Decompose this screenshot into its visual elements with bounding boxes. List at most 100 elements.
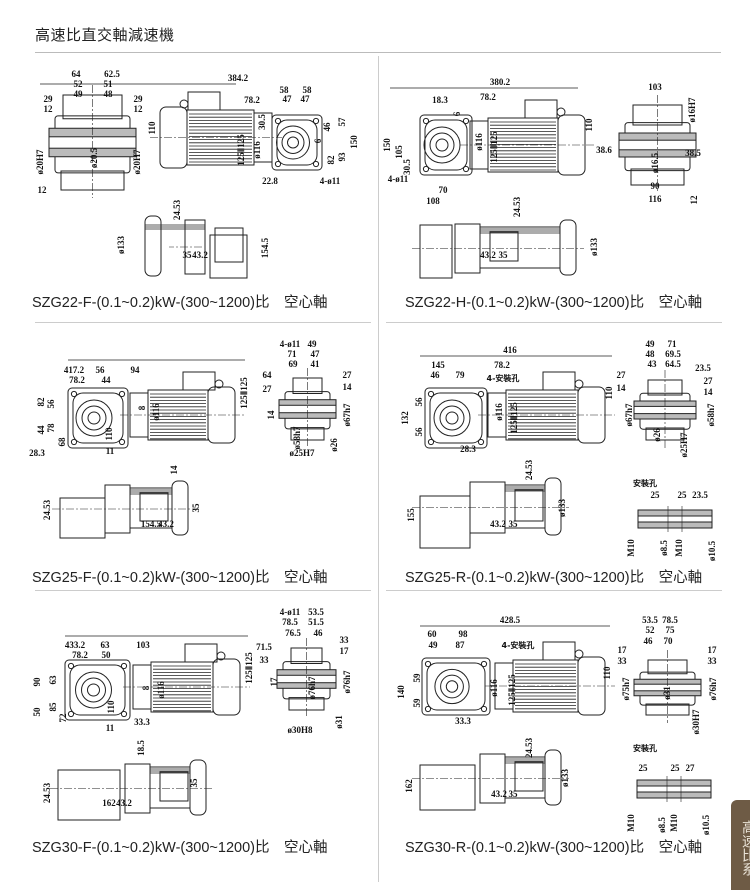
dimension-label: 150 — [349, 135, 359, 149]
dimension-label: 33 — [340, 635, 350, 645]
dimension-label: 59 — [412, 698, 422, 708]
gearbox-plan — [419, 764, 476, 811]
dimension-label: M10 — [669, 814, 679, 832]
dimension-label: ø31 — [334, 715, 344, 729]
mounting-hole — [67, 662, 75, 670]
output-bore — [429, 132, 455, 158]
dimension-label: ø58h7 — [706, 403, 716, 427]
section-tab[interactable]: 高速比系 — [731, 800, 750, 890]
mounting-hole-bore — [637, 515, 713, 523]
dimension-label: ø20H7 — [132, 149, 142, 175]
dimension-label: 416 — [503, 345, 517, 355]
dimension-label: 384.2 — [228, 73, 249, 83]
dimension-label: 79 — [456, 370, 466, 380]
dimension-label: 110 — [104, 427, 114, 441]
gearbox-plan — [59, 497, 106, 539]
dimension-label: 82 — [326, 155, 336, 165]
dimension-label: 125Ⅱ125 — [507, 674, 517, 706]
dimension-label: 63 — [48, 675, 58, 685]
dimension-label: 14 — [343, 382, 353, 392]
dimension-label: 69 — [289, 359, 299, 369]
dimension-label: 428.5 — [500, 615, 521, 625]
cable-gland — [214, 379, 224, 389]
dimension-label: 56 — [96, 365, 106, 375]
dimension-label: 52 — [646, 625, 656, 635]
dimension-label: 53.5 — [308, 607, 324, 617]
dimension-label: ø26 — [652, 428, 662, 442]
dimension-label: 38.6 — [596, 145, 612, 155]
mounting-hole — [274, 117, 282, 125]
motor-end-cap-plan — [544, 749, 562, 806]
motor-end-cap-plan — [189, 759, 207, 816]
gearbox-plan — [419, 224, 453, 279]
dimension-label: 14 — [169, 465, 179, 475]
dimension-label: ø76h7 — [307, 676, 317, 700]
mounting-hole — [480, 660, 488, 668]
dimension-label: 125Ⅱ125 — [239, 377, 249, 409]
gearbox-face — [421, 657, 491, 716]
dimension-label: 78.2 — [480, 92, 496, 102]
dimension-label: 93 — [337, 152, 347, 162]
mounting-hole — [118, 438, 126, 446]
dimension-label: 49 — [429, 640, 439, 650]
dimension-label: 33 — [618, 656, 628, 666]
dimension-label: 110 — [106, 700, 116, 714]
dimension-label: ø20.5 — [89, 147, 99, 168]
dimension-label: 43.2 — [480, 250, 496, 260]
dimension-label: 35 — [509, 789, 519, 799]
dimension-label: 29 — [134, 94, 144, 104]
column-divider — [378, 56, 379, 882]
mounting-hole — [424, 660, 432, 668]
dimension-label: 78.2 — [72, 650, 88, 660]
dimension-label: 72 — [58, 713, 68, 723]
model-caption: SZG22-F-(0.1~0.2)kW-(300~1200)比 空心軸 — [32, 295, 328, 311]
gearbox-housing — [429, 392, 483, 444]
dimension-label: 59 — [412, 673, 422, 683]
dimension-label: 78.5 — [282, 617, 298, 627]
dimension-label: 125Ⅱ125 — [509, 402, 519, 434]
mounting-hole — [427, 438, 435, 446]
gearbox-plan — [419, 495, 471, 549]
dimension-label: 8 — [137, 405, 147, 410]
dimension-label: ø75h7 — [621, 677, 631, 701]
dimension-label: 46 — [644, 636, 654, 646]
dimension-label: 78 — [46, 423, 56, 433]
dimension-label: ø67h7 — [342, 403, 352, 427]
dimension-label: 380.2 — [490, 77, 511, 87]
terminal-box-plan — [139, 492, 169, 522]
dimension-label: 安裝孔 — [633, 743, 657, 753]
dimension-label: 94 — [131, 365, 141, 375]
dimension-label: 25 — [671, 763, 681, 773]
output-bore-outer — [433, 399, 471, 437]
dimension-label: 125Ⅱ125 — [489, 131, 499, 163]
terminal-box-plan — [514, 761, 544, 792]
dimension-label: 35 — [499, 250, 509, 260]
mounting-hole — [427, 390, 435, 398]
dimension-label: 17 — [618, 645, 628, 655]
cable-gland — [556, 107, 566, 117]
dimension-label: ø8.5 — [659, 540, 669, 556]
dimension-label: 48 — [646, 349, 656, 359]
output-bore-outer — [75, 399, 113, 437]
dimension-label: 108 — [426, 196, 440, 206]
dimension-label: 4-安裝孔 — [487, 373, 520, 383]
dimension-label: 24.53 — [42, 499, 52, 520]
dimension-label: 82 — [36, 397, 46, 407]
dimension-label: ø30H8 — [287, 725, 313, 735]
model-caption: SZG25-R-(0.1~0.2)kW-(300~1200)比 空心軸 — [405, 570, 703, 586]
output-bore — [440, 674, 464, 699]
dimension-label: 23.5 — [692, 490, 708, 500]
output-bore-outer — [434, 668, 470, 705]
mounting-hole — [424, 705, 432, 713]
dimension-label: 33.3 — [134, 717, 150, 727]
dimension-label: 43.2 — [192, 250, 208, 260]
output-bore — [439, 405, 465, 431]
terminal-box-plan — [159, 771, 189, 802]
dimension-label: 69.5 — [665, 349, 681, 359]
dimension-label: ø10.5 — [701, 814, 711, 835]
cable-gland — [179, 99, 189, 109]
dimension-label: ø31 — [662, 686, 672, 700]
dimension-label: 56 — [414, 397, 424, 407]
dimension-label: 116 — [648, 194, 662, 204]
model-caption: SZG30-R-(0.1~0.2)kW-(300~1200)比 空心軸 — [405, 840, 703, 856]
